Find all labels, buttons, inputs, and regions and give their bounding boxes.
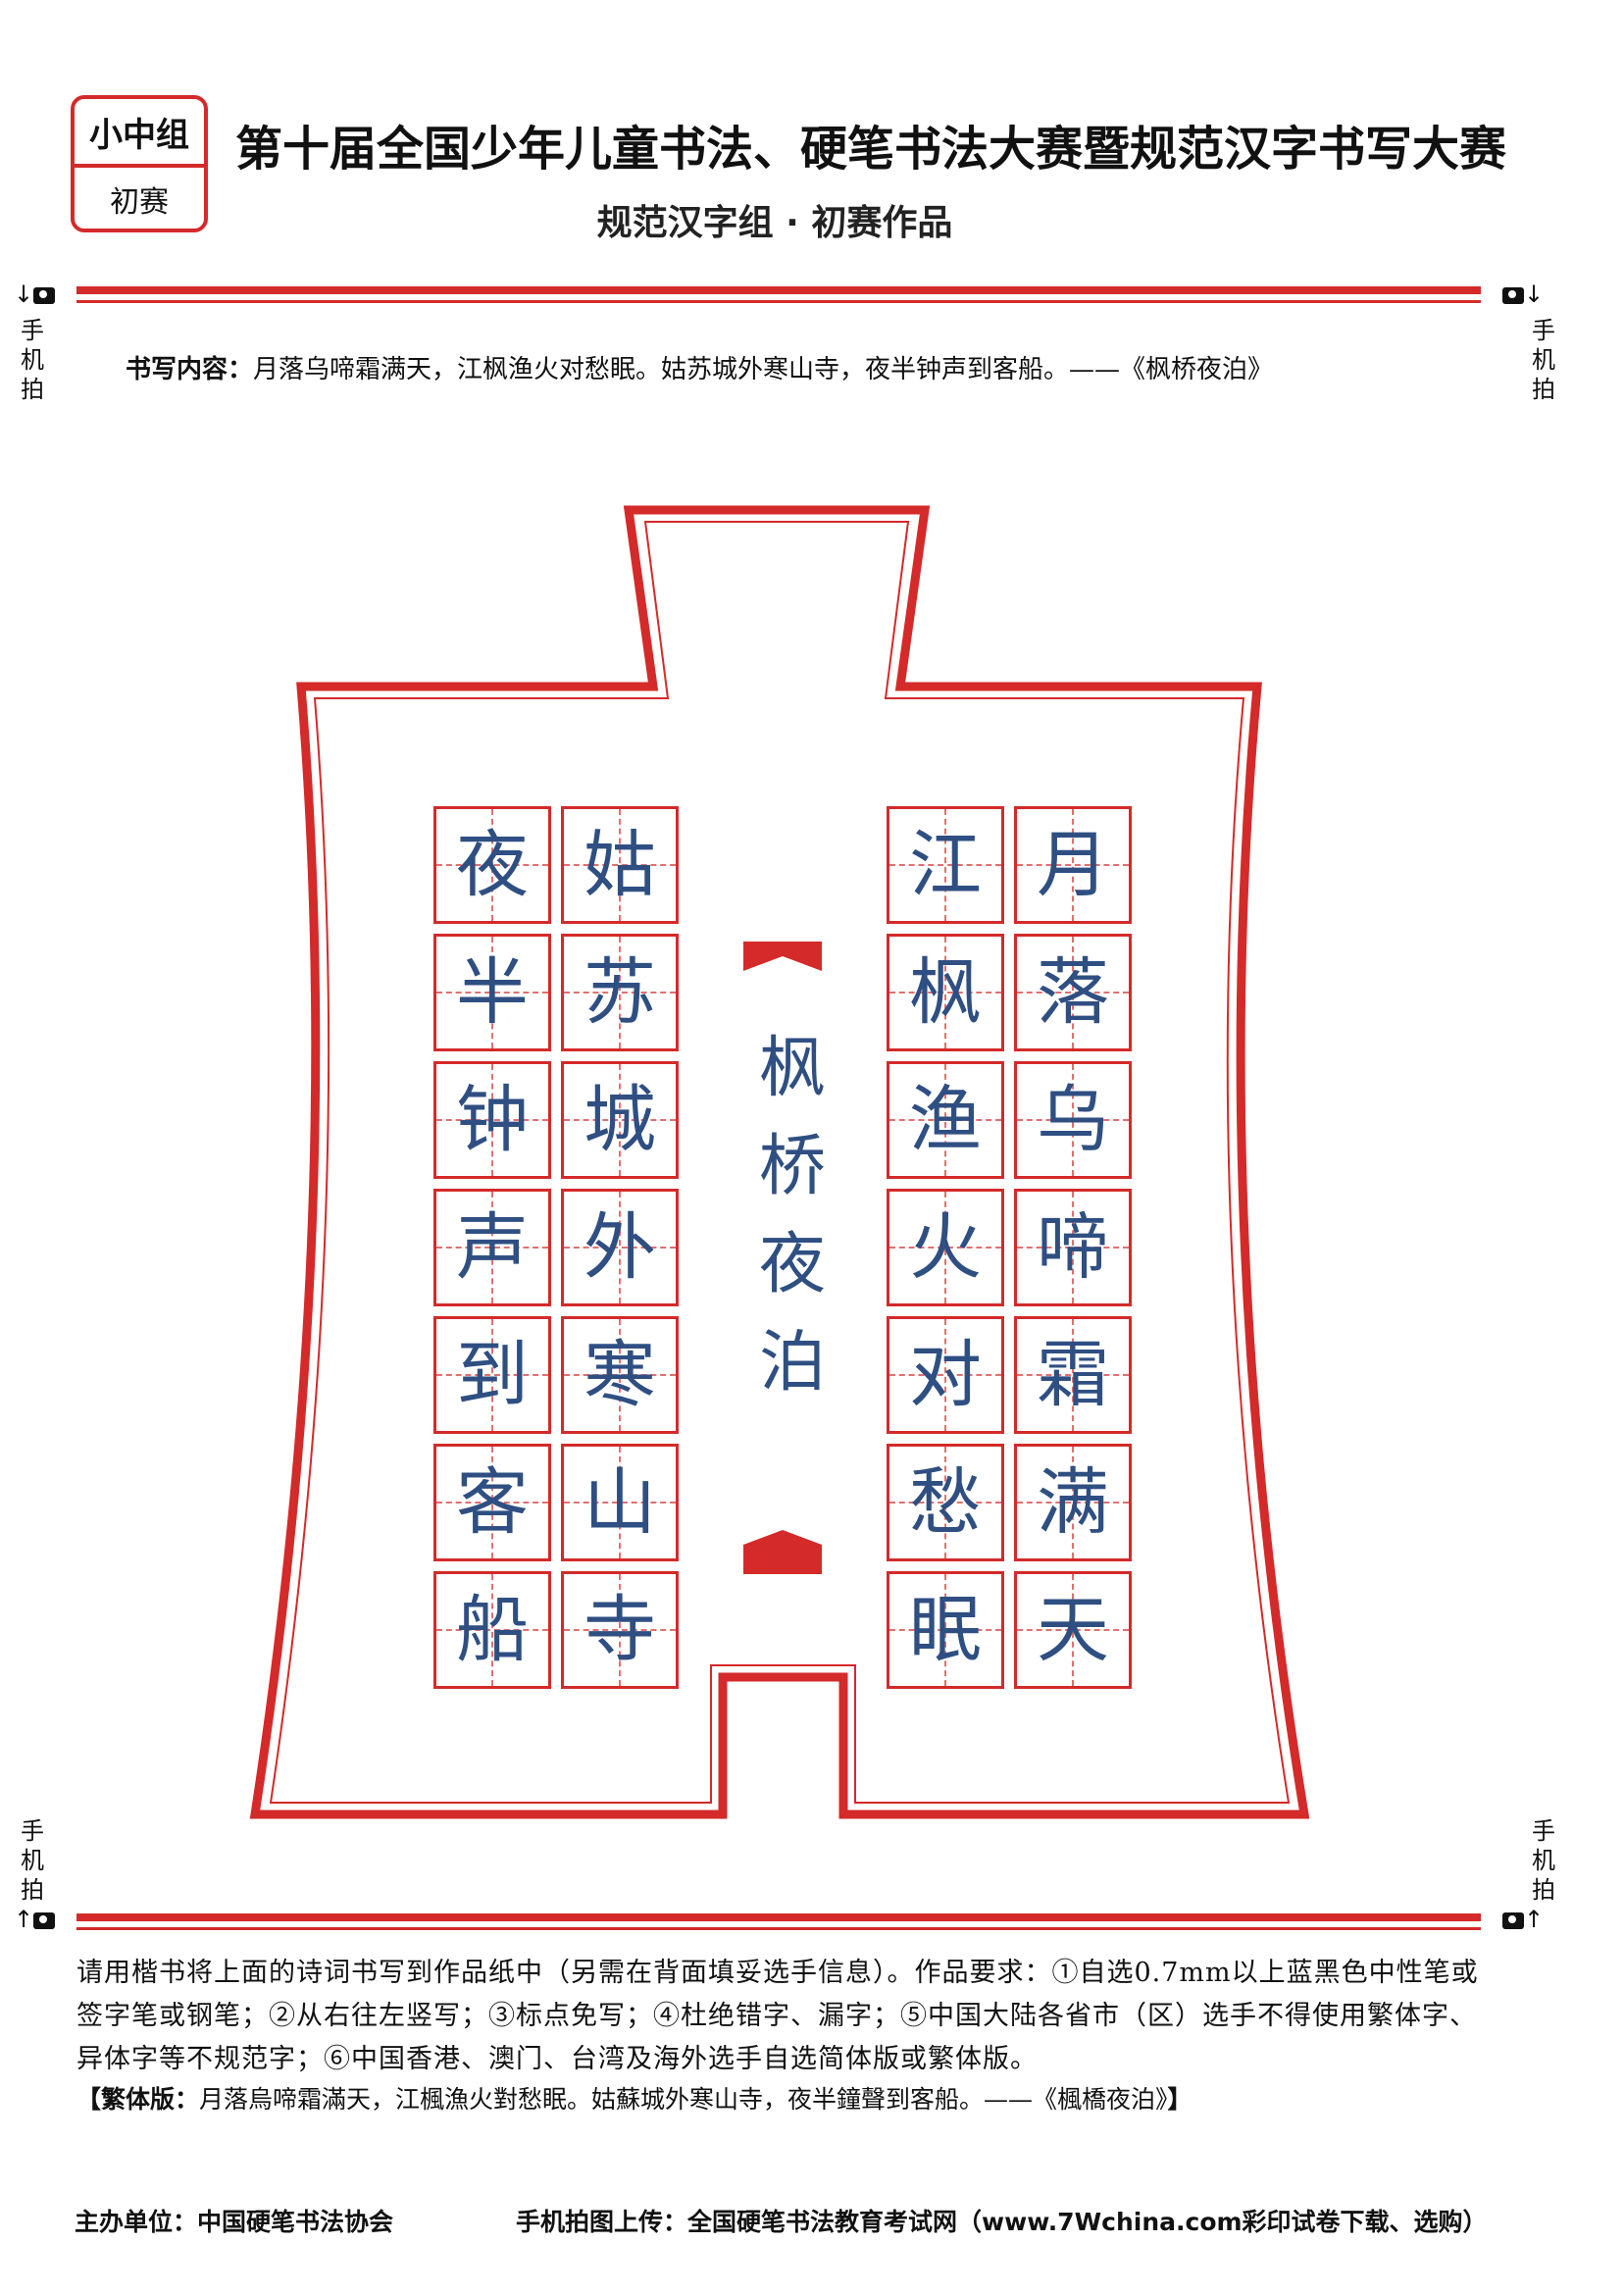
grid-cell: 啼 <box>1014 1189 1132 1306</box>
bottom-divider-thick <box>76 1913 1481 1921</box>
upload-info: 手机拍图上传：全国硬笔书法教育考试网（www.7Wchina.com彩印试卷下载… <box>516 2208 1488 2236</box>
writing-content: 书写内容：月落乌啼霜满天，江枫渔火对愁眠。姑苏城外寒山寺，夜半钟声到客船。——《… <box>126 349 1498 385</box>
handwritten-character: 苏 <box>584 950 656 1035</box>
arrow-down-icon: ↓ <box>14 280 34 308</box>
grid-cell: 天 <box>1014 1571 1132 1689</box>
handwritten-character: 船 <box>456 1588 529 1672</box>
grid-cell: 山 <box>561 1444 679 1561</box>
grid-cell: 乌 <box>1014 1061 1132 1179</box>
page-title: 第十届全国少年儿童书法、硬笔书法大赛暨规范汉字书写大赛 <box>235 122 1507 177</box>
page-subtitle: 规范汉字组 · 初赛作品 <box>596 203 953 243</box>
poem-title: 枫桥夜泊 <box>743 1020 841 1412</box>
poem-title-character: 枫 <box>758 1030 826 1107</box>
handwritten-character: 霜 <box>1037 1333 1109 1417</box>
corner-marker-bottom-right: ↑ <box>1502 1908 1544 1931</box>
corner-marker-top-left: ↓ <box>14 280 56 308</box>
handwritten-character: 渔 <box>909 1078 982 1162</box>
side-label-top-right: 手机拍 <box>1532 317 1555 403</box>
arrow-down-icon: ↓ <box>1524 280 1545 308</box>
handwritten-character: 对 <box>909 1333 982 1417</box>
organizer: 主办单位：中国硬笔书法协会 <box>75 2208 394 2236</box>
badge-divider <box>75 164 204 168</box>
arrow-up-icon: ↑ <box>14 1906 34 1933</box>
camera-icon <box>1502 286 1524 304</box>
grid-cell: 苏 <box>561 934 679 1051</box>
arrow-up-icon: ↑ <box>1524 1906 1545 1933</box>
bracket-bottom <box>743 1530 822 1574</box>
top-divider-thick <box>76 286 1481 294</box>
group-badge: 小中组 初赛 <box>71 95 208 232</box>
poem-title-character: 桥 <box>758 1128 826 1205</box>
side-label-bottom-left: 手机拍 <box>21 1817 44 1904</box>
poem-title-character: 泊 <box>758 1324 826 1402</box>
bottom-divider-thin <box>76 1927 1481 1930</box>
grid-cell: 寺 <box>561 1571 679 1689</box>
handwritten-character: 江 <box>909 823 982 907</box>
handwritten-character: 客 <box>456 1460 529 1545</box>
grid-cell: 江 <box>887 806 1004 924</box>
corner-marker-bottom-left: ↑ <box>14 1906 56 1933</box>
badge-group: 小中组 <box>89 115 189 155</box>
handwritten-character: 枫 <box>909 950 982 1035</box>
handwritten-character: 寺 <box>584 1588 656 1672</box>
handwritten-character: 天 <box>1037 1588 1109 1672</box>
traditional-version: 【繁体版：月落烏啼霜滿天，江楓漁火對愁眠。姑蘇城外寒山寺，夜半鐘聲到客船。——《… <box>76 2085 1193 2114</box>
handwritten-character: 姑 <box>584 823 656 907</box>
poem-title-character: 夜 <box>758 1226 826 1303</box>
traditional-label: 繁体版： <box>101 2085 200 2114</box>
grid-cell: 外 <box>561 1189 679 1306</box>
badge-stage: 初赛 <box>110 185 169 220</box>
grid-cell: 眠 <box>887 1571 1004 1689</box>
camera-icon <box>33 1912 56 1929</box>
grid-cell: 火 <box>887 1189 1004 1306</box>
vase-frame <box>249 505 1310 1819</box>
grid-cell: 对 <box>887 1316 1004 1434</box>
traditional-text: 月落烏啼霜滿天，江楓漁火對愁眠。姑蘇城外寒山寺，夜半鐘聲到客船。——《楓橋夜泊》 <box>199 2085 1168 2114</box>
side-label-top-left: 手机拍 <box>21 317 44 403</box>
grid-cell: 客 <box>433 1444 551 1561</box>
handwritten-character: 月 <box>1037 823 1109 907</box>
handwritten-character: 落 <box>1037 950 1109 1035</box>
handwritten-character: 寒 <box>584 1333 656 1417</box>
grid-cell: 钟 <box>433 1061 551 1179</box>
side-label-bottom-right: 手机拍 <box>1532 1817 1555 1904</box>
handwritten-character: 城 <box>584 1078 656 1162</box>
handwritten-character: 满 <box>1037 1460 1109 1545</box>
handwritten-character: 钟 <box>456 1078 529 1162</box>
grid-cell: 落 <box>1014 934 1132 1051</box>
grid-cell: 霜 <box>1014 1316 1132 1434</box>
corner-marker-top-right: ↓ <box>1502 282 1544 306</box>
grid-cell: 半 <box>433 934 551 1051</box>
handwritten-character: 乌 <box>1037 1078 1109 1162</box>
handwritten-character: 愁 <box>909 1460 982 1545</box>
grid-cell: 夜 <box>433 806 551 924</box>
handwritten-character: 到 <box>456 1333 529 1417</box>
handwritten-character: 眠 <box>909 1588 982 1672</box>
grid-cell: 满 <box>1014 1444 1132 1561</box>
grid-cell: 城 <box>561 1061 679 1179</box>
grid-cell: 枫 <box>887 934 1004 1051</box>
handwritten-character: 外 <box>584 1205 656 1290</box>
handwritten-character: 夜 <box>456 823 529 907</box>
writing-content-label: 书写内容： <box>126 355 254 384</box>
handwritten-character: 半 <box>456 950 529 1035</box>
handwritten-character: 火 <box>909 1205 982 1290</box>
bracket-top <box>743 942 822 971</box>
handwritten-character: 啼 <box>1037 1205 1109 1290</box>
grid-cell: 月 <box>1014 806 1132 924</box>
grid-cell: 渔 <box>887 1061 1004 1179</box>
grid-cell: 愁 <box>887 1444 1004 1561</box>
handwritten-character: 山 <box>584 1460 656 1545</box>
grid-cell: 姑 <box>561 806 679 924</box>
grid-cell: 声 <box>433 1189 551 1306</box>
requirements-text: 请用楷书将上面的诗词书写到作品纸中（另需在背面填妥选手信息）。作品要求：①自选0… <box>76 1958 1479 2074</box>
top-divider-thin <box>76 300 1481 303</box>
camera-icon <box>33 286 56 304</box>
grid-cell: 到 <box>433 1316 551 1434</box>
handwritten-character: 声 <box>456 1205 529 1290</box>
grid-cell: 寒 <box>561 1316 679 1434</box>
camera-icon <box>1502 1912 1524 1929</box>
writing-content-text: 月落乌啼霜满天，江枫渔火对愁眠。姑苏城外寒山寺，夜半钟声到客船。——《枫桥夜泊》 <box>253 355 1274 384</box>
grid-cell: 船 <box>433 1571 551 1689</box>
